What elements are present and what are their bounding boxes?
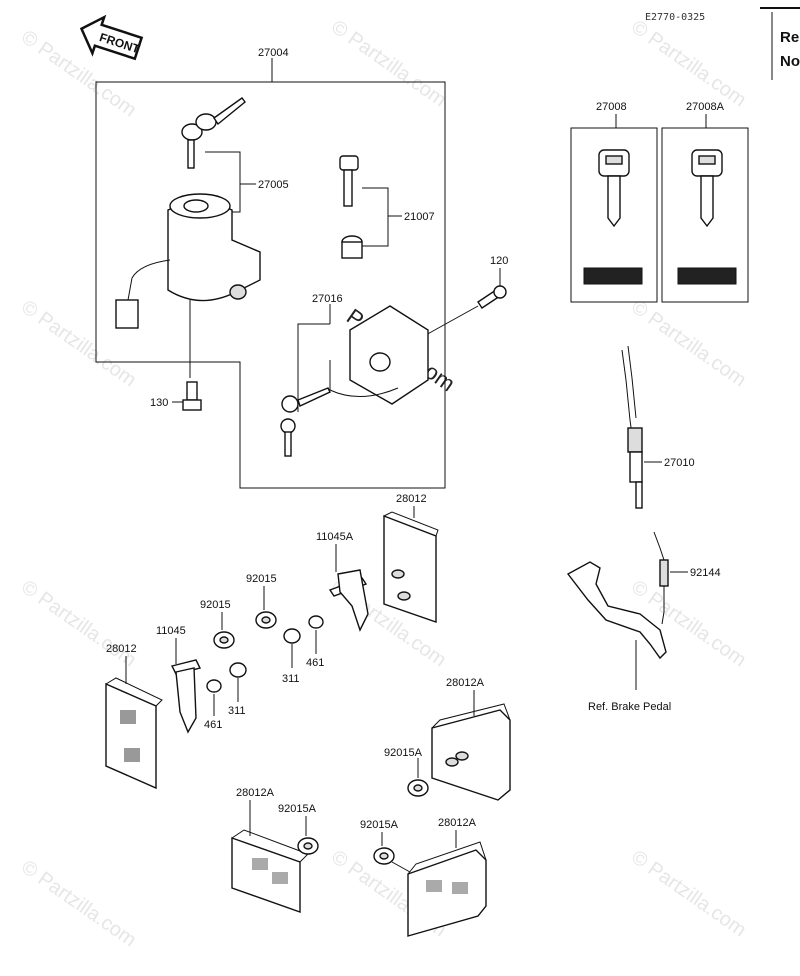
label-11045: 11045 [156, 625, 186, 637]
label-92015-a: 92015 [246, 573, 277, 585]
key-blank-27008-icon [570, 127, 658, 303]
diagram-code: E2770-0325 [645, 12, 705, 23]
label-21007: 21007 [404, 211, 435, 223]
reflector-28012A-right-icon [431, 703, 511, 801]
reflector-28012-left-icon [105, 677, 163, 790]
nut-92015A-right-icon [407, 779, 429, 797]
washer-461-a-icon [308, 615, 324, 629]
ignition-switch-icon [115, 193, 261, 378]
watermark: © Partzilla.com [327, 16, 450, 111]
label-92015A-bottom-center: 92015A [360, 819, 399, 831]
key-pair-icon [181, 97, 246, 169]
key-blank-27008A-icon [661, 127, 749, 303]
label-461-b: 461 [204, 719, 222, 731]
reflector-28012-top-icon [383, 511, 439, 623]
label-27005: 27005 [258, 179, 289, 191]
corner-text-2: No [780, 53, 800, 70]
label-461-a: 461 [306, 657, 324, 669]
bracket-11045-icon [170, 659, 202, 734]
label-27016: 27016 [312, 293, 343, 305]
label-27004: 27004 [258, 47, 289, 59]
label-28012A-right: 28012A [446, 677, 485, 689]
label-28012-left: 28012 [106, 643, 137, 655]
watermark: © Partzilla.com [627, 846, 750, 941]
label-92015A-bottom-left: 92015A [278, 803, 317, 815]
watermark: © Partzilla.com [627, 296, 750, 391]
front-arrow-icon: FRONT [79, 14, 144, 61]
watermark: © Partzilla.com [627, 16, 750, 111]
leader [297, 323, 330, 412]
label-28012A-bottom-left: 28012A [236, 787, 275, 799]
label-92144: 92144 [690, 567, 721, 579]
spring-92144-icon [653, 531, 669, 625]
label-92015A-right: 92015A [384, 747, 423, 759]
label-28012A-bottom-right: 28012A [438, 817, 477, 829]
label-27008A: 27008A [686, 101, 725, 113]
reflector-28012A-bottom-right-icon [407, 841, 487, 937]
leader [362, 187, 389, 247]
leader [423, 305, 479, 337]
nut-92015-b-icon [213, 631, 235, 649]
nut-92015A-bottom-center-icon [373, 847, 395, 865]
label-brake-pedal-ref: Ref. Brake Pedal [588, 701, 671, 713]
corner-text-1: Re [780, 29, 799, 46]
brake-pedal-icon [566, 561, 667, 660]
washer-311-a-icon [283, 628, 301, 644]
label-27010: 27010 [664, 457, 695, 469]
label-27008: 27008 [596, 101, 627, 113]
nut-92015-a-icon [255, 611, 277, 629]
ignition-kit-outline [95, 81, 446, 489]
watermark: © Partzilla.com [17, 856, 140, 951]
key-cylinder-icon [339, 155, 363, 259]
leader [391, 861, 411, 873]
label-120: 120 [490, 255, 508, 267]
washer-461-b-icon [206, 679, 222, 693]
label-92015-b: 92015 [200, 599, 231, 611]
washer-311-b-icon [229, 662, 247, 678]
label-311-a: 311 [282, 673, 300, 685]
label-28012-top: 28012 [396, 493, 427, 505]
watermark: © Partzilla.com [17, 576, 140, 671]
nut-92015A-bottom-left-icon [297, 837, 319, 855]
bracket-11045A-icon [328, 569, 369, 632]
label-130: 130 [150, 397, 168, 409]
reflector-28012A-bottom-left-icon [231, 829, 309, 913]
corner-box: Re No [760, 7, 800, 80]
bolt-120-icon [477, 285, 507, 309]
label-11045A: 11045A [316, 531, 354, 543]
brake-light-switch-icon [621, 345, 643, 509]
label-311-b: 311 [228, 705, 246, 717]
helmet-lock-icon [280, 305, 429, 457]
screw-130-icon [182, 381, 202, 411]
